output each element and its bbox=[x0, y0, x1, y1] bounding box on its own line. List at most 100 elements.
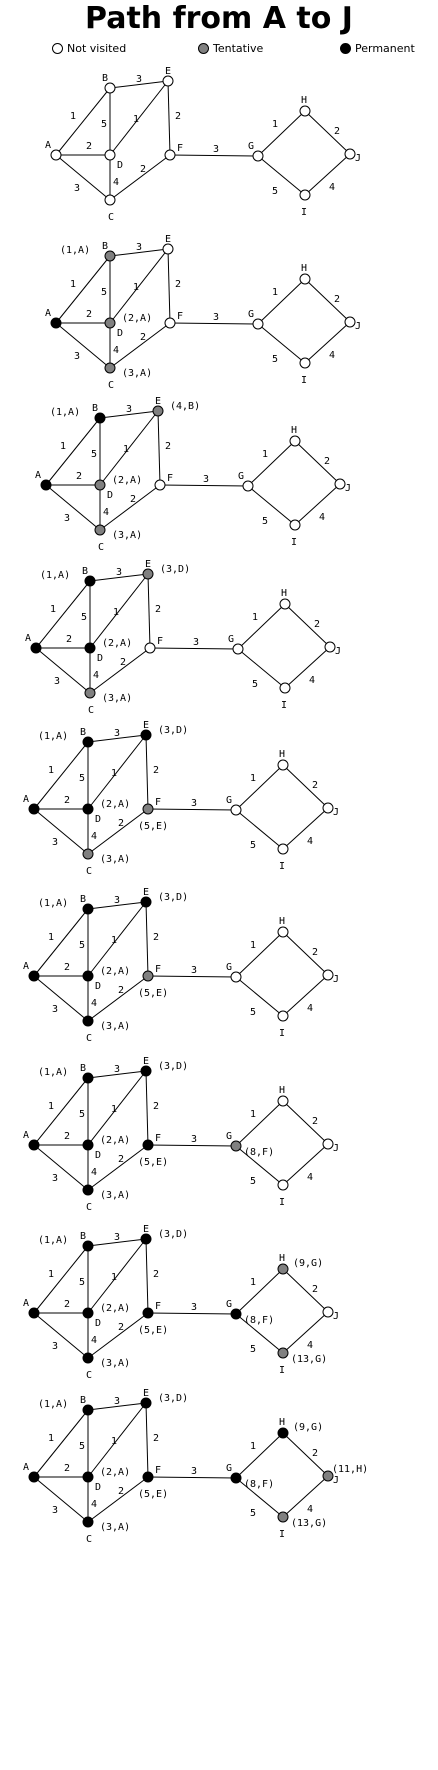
node-j bbox=[322, 1306, 334, 1318]
node-name: F bbox=[155, 1301, 161, 1312]
edge-line bbox=[235, 1432, 284, 1479]
edge-line bbox=[109, 248, 169, 324]
node-distance-label: (2,A) bbox=[100, 1135, 130, 1146]
edge-line bbox=[282, 974, 329, 1017]
node-name: C bbox=[108, 380, 114, 391]
edge-line bbox=[109, 322, 171, 369]
node-name: C bbox=[86, 1202, 92, 1213]
node-i bbox=[277, 1347, 289, 1359]
node-name: H bbox=[301, 95, 307, 106]
node-i bbox=[299, 189, 311, 201]
node-distance-label: (8,F) bbox=[244, 1315, 274, 1326]
edge-weight: 2 bbox=[334, 294, 340, 305]
node-distance-label: (3,A) bbox=[100, 1522, 130, 1533]
node-name: D bbox=[95, 1318, 101, 1329]
node-f bbox=[142, 1139, 154, 1151]
edge-weight: 1 bbox=[111, 1436, 117, 1447]
edge-line bbox=[237, 648, 286, 689]
edge-weight: 5 bbox=[79, 773, 85, 784]
node-name: B bbox=[92, 403, 98, 414]
edge-line bbox=[33, 1409, 89, 1478]
node-distance-label: (2,A) bbox=[102, 638, 132, 649]
edge-weight: 3 bbox=[193, 637, 199, 648]
node-name: E bbox=[143, 720, 149, 731]
edge-line bbox=[235, 1268, 284, 1315]
edge-line bbox=[87, 901, 147, 977]
edge-weight: 5 bbox=[250, 840, 256, 851]
edge-line bbox=[169, 154, 259, 157]
node-name: C bbox=[86, 1033, 92, 1044]
node-name: J bbox=[333, 974, 339, 985]
edge-line bbox=[294, 440, 341, 485]
edge-weight: 3 bbox=[213, 144, 219, 155]
edge-weight: 3 bbox=[191, 1466, 197, 1477]
node-c bbox=[104, 194, 116, 206]
node-name: A bbox=[23, 1462, 29, 1473]
edge-line bbox=[33, 1245, 89, 1314]
edge-weight: 5 bbox=[272, 354, 278, 365]
node-distance-label: (13,G) bbox=[291, 1354, 327, 1365]
node-b bbox=[82, 1072, 94, 1084]
node-b bbox=[84, 575, 96, 587]
node-name: D bbox=[117, 160, 123, 171]
edge-weight: 4 bbox=[307, 1003, 313, 1014]
node-distance-label: (3,D) bbox=[158, 1061, 188, 1072]
edge-weight: 4 bbox=[113, 345, 119, 356]
node-name: H bbox=[281, 588, 287, 599]
edge-weight: 4 bbox=[309, 675, 315, 686]
node-distance-label: (1,A) bbox=[38, 1235, 68, 1246]
edge-line bbox=[282, 764, 329, 809]
edge-line bbox=[282, 1143, 329, 1186]
edge-line bbox=[282, 931, 329, 976]
node-c bbox=[104, 362, 116, 374]
edge-line bbox=[304, 153, 351, 196]
edge-weight: 3 bbox=[136, 74, 142, 85]
edge-line bbox=[145, 1070, 149, 1146]
node-distance-label: (3,A) bbox=[100, 1358, 130, 1369]
edge-line bbox=[33, 741, 89, 810]
node-distance-label: (5,E) bbox=[138, 988, 168, 999]
node-distance-label: (2,A) bbox=[100, 799, 130, 810]
edge-weight: 5 bbox=[101, 119, 107, 130]
node-distance-label: (5,E) bbox=[138, 1157, 168, 1168]
node-a bbox=[50, 149, 62, 161]
node-distance-label: (8,F) bbox=[244, 1147, 274, 1158]
edge-weight: 4 bbox=[91, 1167, 97, 1178]
node-name: H bbox=[279, 916, 285, 927]
node-h bbox=[277, 1095, 289, 1107]
edge-weight: 2 bbox=[314, 619, 320, 630]
node-j bbox=[322, 969, 334, 981]
edge-weight: 2 bbox=[324, 456, 330, 467]
edge-weight: 5 bbox=[250, 1508, 256, 1519]
node-b bbox=[82, 903, 94, 915]
node-name: A bbox=[23, 794, 29, 805]
node-name: I bbox=[279, 1028, 285, 1039]
edge-weight: 3 bbox=[114, 1232, 120, 1243]
edge-weight: 5 bbox=[272, 186, 278, 197]
node-name: J bbox=[333, 1475, 339, 1486]
edge-line bbox=[33, 1476, 89, 1523]
node-distance-label: (3,A) bbox=[122, 368, 152, 379]
node-d bbox=[82, 1471, 94, 1483]
node-e bbox=[142, 568, 154, 580]
node-name: E bbox=[155, 396, 161, 407]
node-distance-label: (3,A) bbox=[100, 1021, 130, 1032]
node-name: E bbox=[143, 1388, 149, 1399]
node-h bbox=[289, 435, 301, 447]
node-name: A bbox=[23, 1130, 29, 1141]
edge-line bbox=[282, 1475, 329, 1518]
node-j bbox=[324, 641, 336, 653]
edge-line bbox=[247, 440, 296, 487]
node-distance-label: (1,A) bbox=[38, 731, 68, 742]
node-distance-label: (3,D) bbox=[158, 1393, 188, 1404]
node-distance-label: (2,A) bbox=[100, 1467, 130, 1478]
node-distance-label: (5,E) bbox=[138, 821, 168, 832]
node-name: F bbox=[155, 1133, 161, 1144]
node-g bbox=[230, 1472, 242, 1484]
node-name: E bbox=[143, 1224, 149, 1235]
edge-weight: 5 bbox=[262, 516, 268, 527]
